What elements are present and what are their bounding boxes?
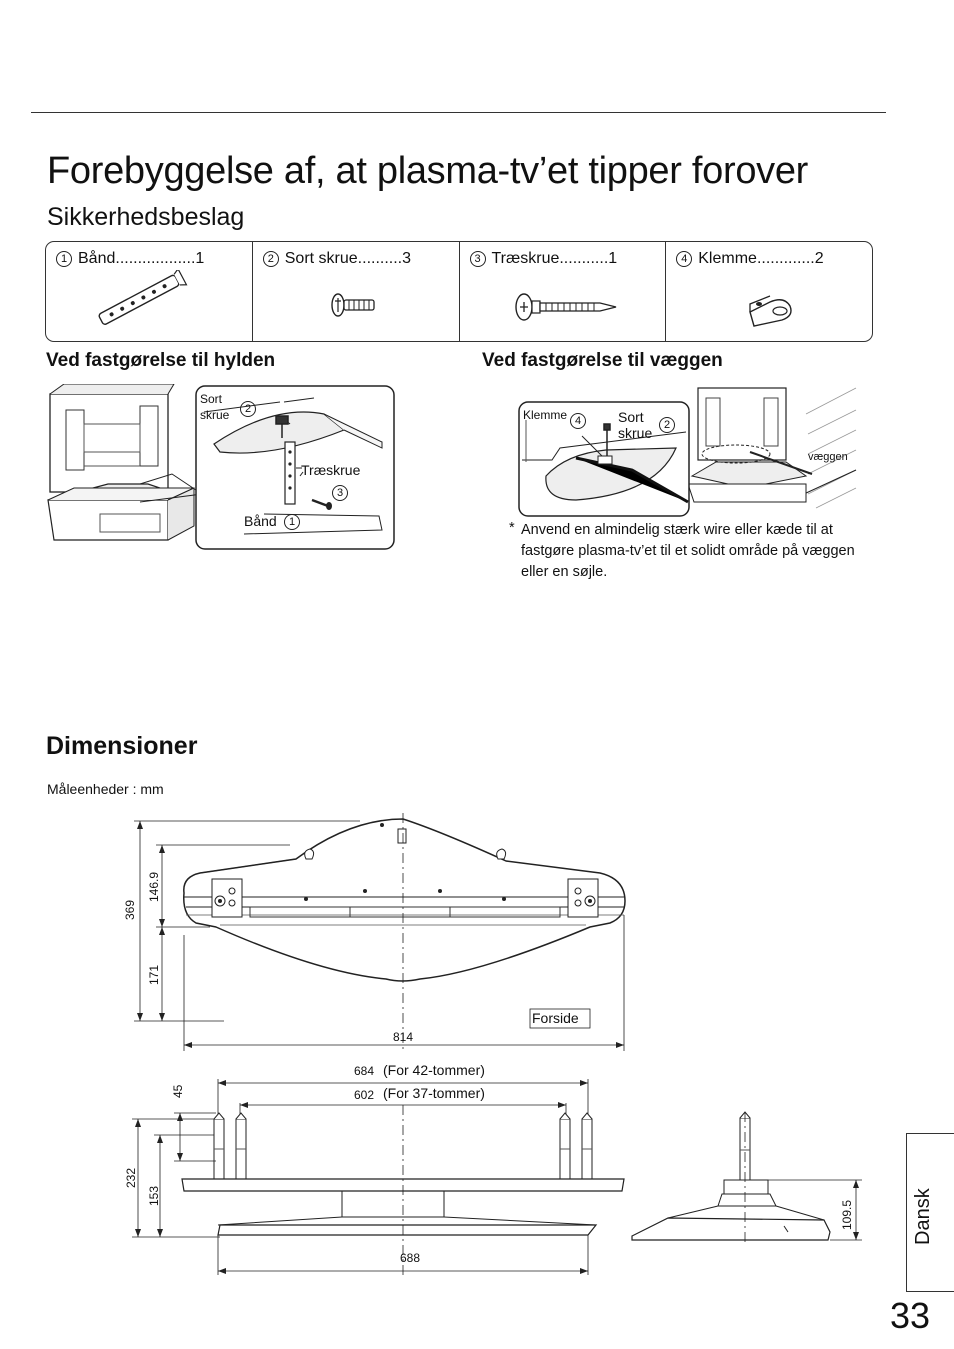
dim-684: 684: [354, 1064, 375, 1078]
part-name: Sort skrue: [284, 250, 358, 267]
part-number: 2: [262, 251, 279, 267]
part-qty: 1: [195, 250, 205, 267]
wall-callout-4: 4: [570, 412, 592, 430]
shelf-callout-1: 1: [284, 513, 306, 531]
dim-45: 45: [171, 1084, 185, 1098]
side-view-drawing: [631, 1111, 862, 1246]
leader-dots: ..................: [115, 250, 196, 267]
callout-number: 2: [659, 417, 675, 433]
dim-232: 232: [124, 1167, 138, 1188]
shelf-label-sort: Sort: [200, 392, 223, 406]
dim-109-5: 109.5: [840, 1199, 854, 1230]
shelf-mount-illustration: [47, 384, 395, 550]
top-view-drawing: [134, 813, 626, 1051]
wall-label-vaeggen: væggen: [808, 451, 848, 463]
shelf-heading: Ved fastgørelse til hylden: [46, 350, 276, 371]
part-number: 4: [676, 251, 693, 267]
dim-171: 171: [147, 964, 161, 985]
dim-153: 153: [147, 1185, 161, 1206]
part-number: 1: [56, 251, 72, 267]
part-qty: 2: [814, 250, 824, 267]
forside-label: Forside: [532, 1010, 579, 1026]
shelf-label-baand: Bånd: [244, 513, 277, 529]
callout-number: 2: [240, 401, 256, 417]
leader-dots: ...........: [559, 250, 609, 267]
shelf-label-skrue: skrue: [200, 408, 230, 422]
note-asterisk: *: [509, 520, 515, 536]
for-37-label: (For 37-tommer): [383, 1085, 485, 1101]
leader-dots: .............: [756, 250, 815, 267]
wall-label-klemme: Klemme: [523, 408, 568, 422]
wall-label-sort: Sort: [618, 409, 644, 425]
page-number: 33: [890, 1295, 931, 1336]
language-tab: [906, 1133, 954, 1292]
part-name: Træskrue: [491, 250, 560, 267]
header-rule: [31, 112, 886, 113]
leader-dots: ..........: [357, 250, 403, 267]
shelf-callout-2: 2: [240, 400, 262, 418]
wall-heading: Ved fastgørelse til væggen: [482, 350, 723, 371]
wall-mount-illustration: [518, 387, 857, 517]
language-tab-label: Dansk: [912, 1188, 934, 1245]
wood-screw-icon: [514, 293, 616, 321]
dim-688: 688: [400, 1251, 421, 1265]
front-view-drawing: [132, 1079, 625, 1275]
shelf-label-traeskrue: Træskrue: [301, 462, 361, 478]
for-42-label: (For 42-tommer): [383, 1062, 485, 1078]
wall-label-skrue: skrue: [618, 425, 653, 441]
wall-callout-2: 2: [659, 416, 681, 434]
dimensions-title: Dimensioner: [46, 732, 198, 760]
part-qty: 3: [402, 250, 412, 267]
callout-number: 4: [570, 413, 586, 429]
clamp-icon: [749, 295, 792, 327]
dim-814: 814: [393, 1030, 414, 1044]
callout-number: 3: [332, 485, 348, 501]
dim-602: 602: [354, 1088, 375, 1102]
part-short-screw: 2 Sort skrue..........3: [253, 242, 460, 341]
units-label: Måleenheder : mm: [47, 781, 164, 797]
wall-note: Anvend en almindelig stærk wire eller kæ…: [521, 522, 855, 580]
part-name: Klemme: [698, 250, 757, 267]
strap-icon: [98, 270, 188, 325]
short-screw-icon: [331, 293, 375, 317]
part-clamp: 4 Klemme.............2: [666, 242, 872, 341]
part-qty: 1: [608, 250, 618, 267]
shelf-callout-3: 3: [332, 484, 354, 502]
section-subtitle: Sikkerhedsbeslag: [47, 203, 245, 231]
dim-146-9: 146.9: [147, 871, 161, 902]
part-name: Bånd: [78, 250, 116, 267]
callout-number: 1: [284, 514, 300, 530]
part-wood-screw: 3 Træskrue...........1: [460, 242, 667, 341]
dim-369: 369: [123, 899, 137, 920]
part-number: 3: [469, 251, 486, 267]
page-title: Forebyggelse af, at plasma-tv’et tipper …: [47, 150, 809, 192]
